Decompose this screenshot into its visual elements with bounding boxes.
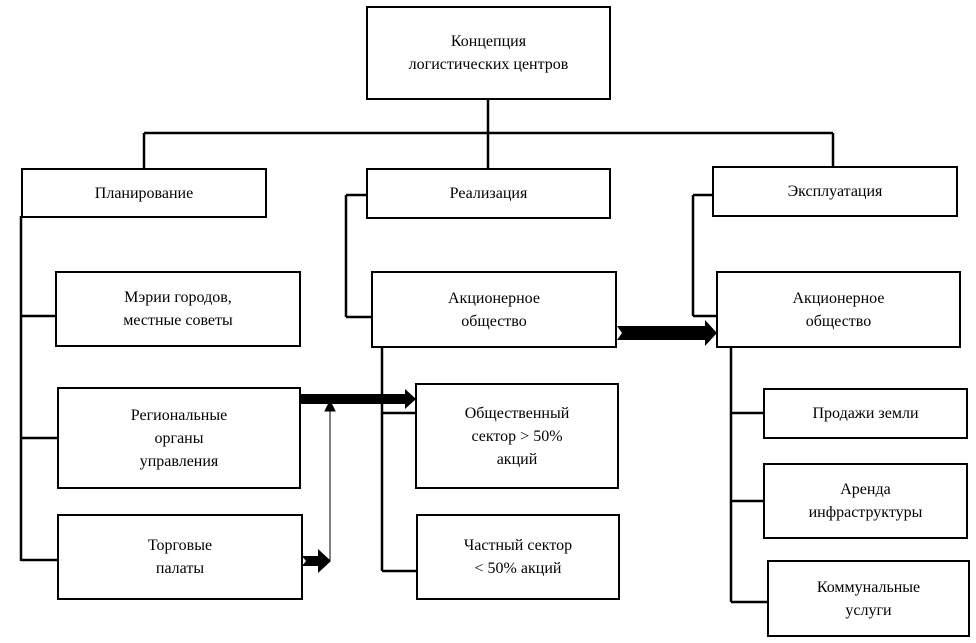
exploitation-jsc-label: Акционерное общество	[792, 289, 885, 330]
private-sector-box: Частный сектор < 50% акций	[416, 514, 620, 600]
phase-exploitation-box: Эксплуатация	[712, 166, 958, 217]
realization-jsc-box: Акционерное общество	[371, 271, 617, 348]
phase-planning-label: Планирование	[94, 184, 194, 202]
regional-to-public-arrow	[300, 389, 416, 409]
infrastructure-rent-box: Аренда инфраструктуры	[763, 463, 968, 539]
trade-chambers-box: Торговые палаты	[57, 514, 303, 600]
utilities-label: Коммунальные услуги	[816, 578, 921, 619]
city-councils-box: Мэрии городов, местные советы	[55, 271, 301, 347]
root-concept-box: Концепция логистических центров	[366, 6, 611, 100]
regional-authorities-label: Региональные органы управления	[130, 406, 228, 470]
land-sales-label: Продажи земли	[812, 405, 919, 422]
phase-exploitation-label: Эксплуатация	[787, 183, 883, 200]
public-sector-box: Общественный сектор > 50% акций	[415, 383, 619, 489]
land-sales-box: Продажи земли	[763, 388, 968, 439]
phase-realization-box: Реализация	[366, 168, 611, 219]
city-councils-label: Мэрии городов, местные советы	[123, 289, 233, 329]
private-sector-label: Частный сектор < 50% акций	[463, 537, 573, 577]
regional-authorities-box: Региональные органы управления	[57, 387, 301, 489]
infrastructure-rent-label: Аренда инфраструктуры	[808, 481, 923, 521]
phase-planning-box: Планирование	[21, 168, 267, 218]
chamber-link-arrowhead	[324, 399, 336, 412]
realization-jsc-label: Акционерное общество	[448, 289, 540, 330]
chamber-arrow	[302, 549, 331, 573]
root-concept-label: Концепция логистических центров	[408, 33, 569, 73]
exploitation-jsc-box: Акционерное общество	[716, 271, 961, 348]
phase-realization-label: Реализация	[449, 185, 528, 202]
public-sector-label: Общественный сектор > 50% акций	[464, 404, 570, 468]
trade-chambers-label: Торговые палаты	[147, 537, 213, 577]
realization-to-exploitation-arrow	[617, 320, 717, 346]
utilities-box: Коммунальные услуги	[767, 560, 970, 637]
